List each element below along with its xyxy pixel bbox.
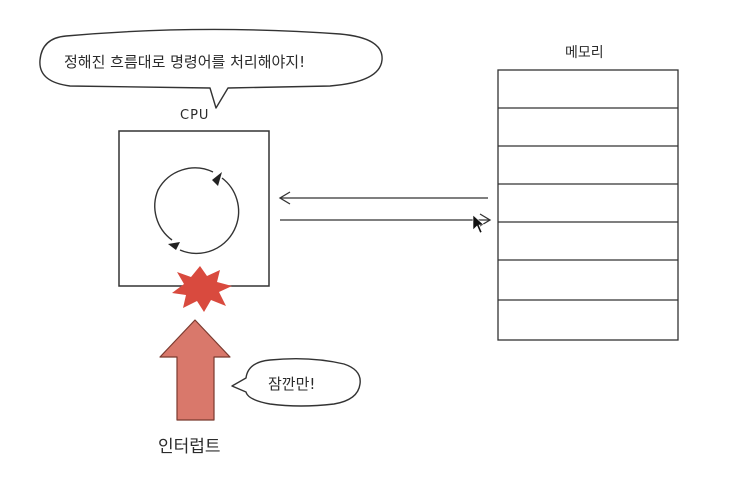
mouse-cursor-icon — [472, 214, 485, 234]
cpu-label: CPU — [180, 108, 210, 123]
memory-label: 메모리 — [565, 45, 604, 61]
up-arrow-icon — [159, 319, 231, 421]
memory-block — [497, 69, 679, 341]
cycle-arrows-icon — [154, 167, 240, 255]
arrow-memory-to-cpu — [278, 191, 488, 205]
arrow-cpu-to-memory — [280, 213, 492, 227]
speech-bubble-top — [39, 28, 383, 109]
cpu-box — [118, 130, 270, 287]
speech-bubble-interrupt — [231, 357, 361, 407]
burst-icon — [172, 266, 232, 312]
interrupt-label: 인터럽트 — [158, 437, 221, 457]
speech-top-text: 정해진 흐름대로 명령어를 처리해야지! — [64, 53, 306, 71]
speech-interrupt-text: 잠깐만! — [268, 375, 316, 393]
